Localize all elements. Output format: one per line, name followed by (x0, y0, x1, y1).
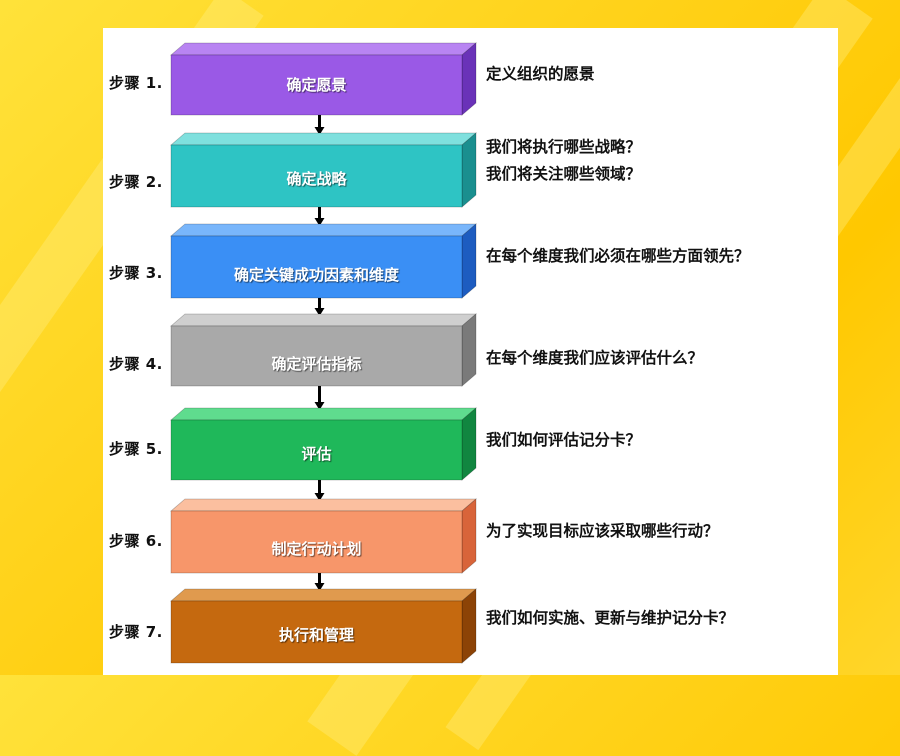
step-box-top-1 (169, 42, 478, 56)
flow-graphics (169, 42, 478, 664)
flow-arrowhead-2 (314, 218, 325, 226)
step-box-text-4: 确定评估指标 (271, 355, 362, 373)
step-label-6: 步骤 6. (109, 532, 163, 550)
step-desc-4: 在每个维度我们应该评估什么？ (486, 345, 836, 372)
step-box-top-7 (169, 588, 478, 602)
step-box-top-6 (169, 498, 478, 512)
step-desc-5: 我们如何评估记分卡？ (486, 427, 836, 454)
step-box-top-2 (169, 132, 478, 146)
step-box-text-5: 评估 (301, 445, 332, 463)
step-label-4: 步骤 4. (109, 355, 163, 373)
step-desc-7: 我们如何实施、更新与维护记分卡？ (486, 605, 836, 632)
step-desc-6: 为了实现目标应该采取哪些行动？ (486, 518, 836, 545)
step-box-3 (170, 235, 463, 299)
step-desc-1-line-1: 定义组织的愿景 (486, 65, 595, 83)
step-box-side-1 (461, 42, 477, 116)
step-box-side-7 (461, 588, 477, 664)
step-desc-7-line-1: 我们如何实施、更新与维护记分卡？ (486, 609, 735, 627)
step-box-6 (170, 510, 463, 574)
step-box-text-2: 确定战略 (286, 170, 347, 188)
flow-arrowhead-3 (314, 308, 325, 316)
flow-arrowhead-1 (314, 127, 325, 135)
step-desc-4-line-1: 在每个维度我们应该评估什么？ (486, 349, 704, 367)
step-desc-2-line-1: 我们将执行哪些战略？ (486, 138, 642, 156)
diagram-panel: 步骤 1. 确定愿景 定义组织的愿景 步骤 2. 确定战略 我们将执行哪些战略？… (103, 28, 838, 675)
step-box-side-5 (461, 407, 477, 481)
step-label-5: 步骤 5. (109, 440, 163, 458)
step-box-2 (170, 144, 463, 208)
step-label-2: 步骤 2. (109, 173, 163, 191)
step-desc-2: 我们将执行哪些战略？ 我们将关注哪些领域？ (486, 134, 836, 188)
step-box-4 (170, 325, 463, 387)
step-desc-3: 在每个维度我们必须在哪些方面领先？ (486, 243, 836, 270)
step-label-1: 步骤 1. (109, 74, 163, 92)
step-box-7 (170, 600, 463, 664)
step-box-side-6 (461, 498, 477, 574)
step-box-text-6: 制定行动计划 (271, 540, 362, 558)
step-desc-3-line-1: 在每个维度我们必须在哪些方面领先？ (486, 247, 750, 265)
step-label-7: 步骤 7. (109, 623, 163, 641)
step-desc-6-line-1: 为了实现目标应该采取哪些行动？ (486, 522, 719, 540)
step-desc-1: 定义组织的愿景 (486, 61, 836, 88)
step-box-top-4 (169, 313, 478, 327)
step-box-text-3: 确定关键成功因素和维度 (233, 266, 399, 284)
step-box-top-5 (169, 407, 478, 421)
step-box-text-1: 确定愿景 (286, 76, 347, 94)
flow-arrowhead-4 (314, 402, 325, 410)
step-box-side-2 (461, 132, 477, 208)
step-desc-5-line-1: 我们如何评估记分卡？ (486, 431, 642, 449)
flow-arrowhead-5 (314, 493, 325, 501)
step-box-1 (170, 54, 463, 116)
step-label-3: 步骤 3. (109, 264, 163, 282)
flow-arrowhead-6 (314, 583, 325, 591)
step-desc-2-line-2: 我们将关注哪些领域？ (486, 165, 642, 183)
step-box-text-7: 执行和管理 (278, 626, 354, 644)
step-box-side-4 (461, 313, 477, 387)
step-box-5 (170, 419, 463, 481)
step-box-top-3 (169, 223, 478, 237)
step-box-side-3 (461, 223, 477, 299)
